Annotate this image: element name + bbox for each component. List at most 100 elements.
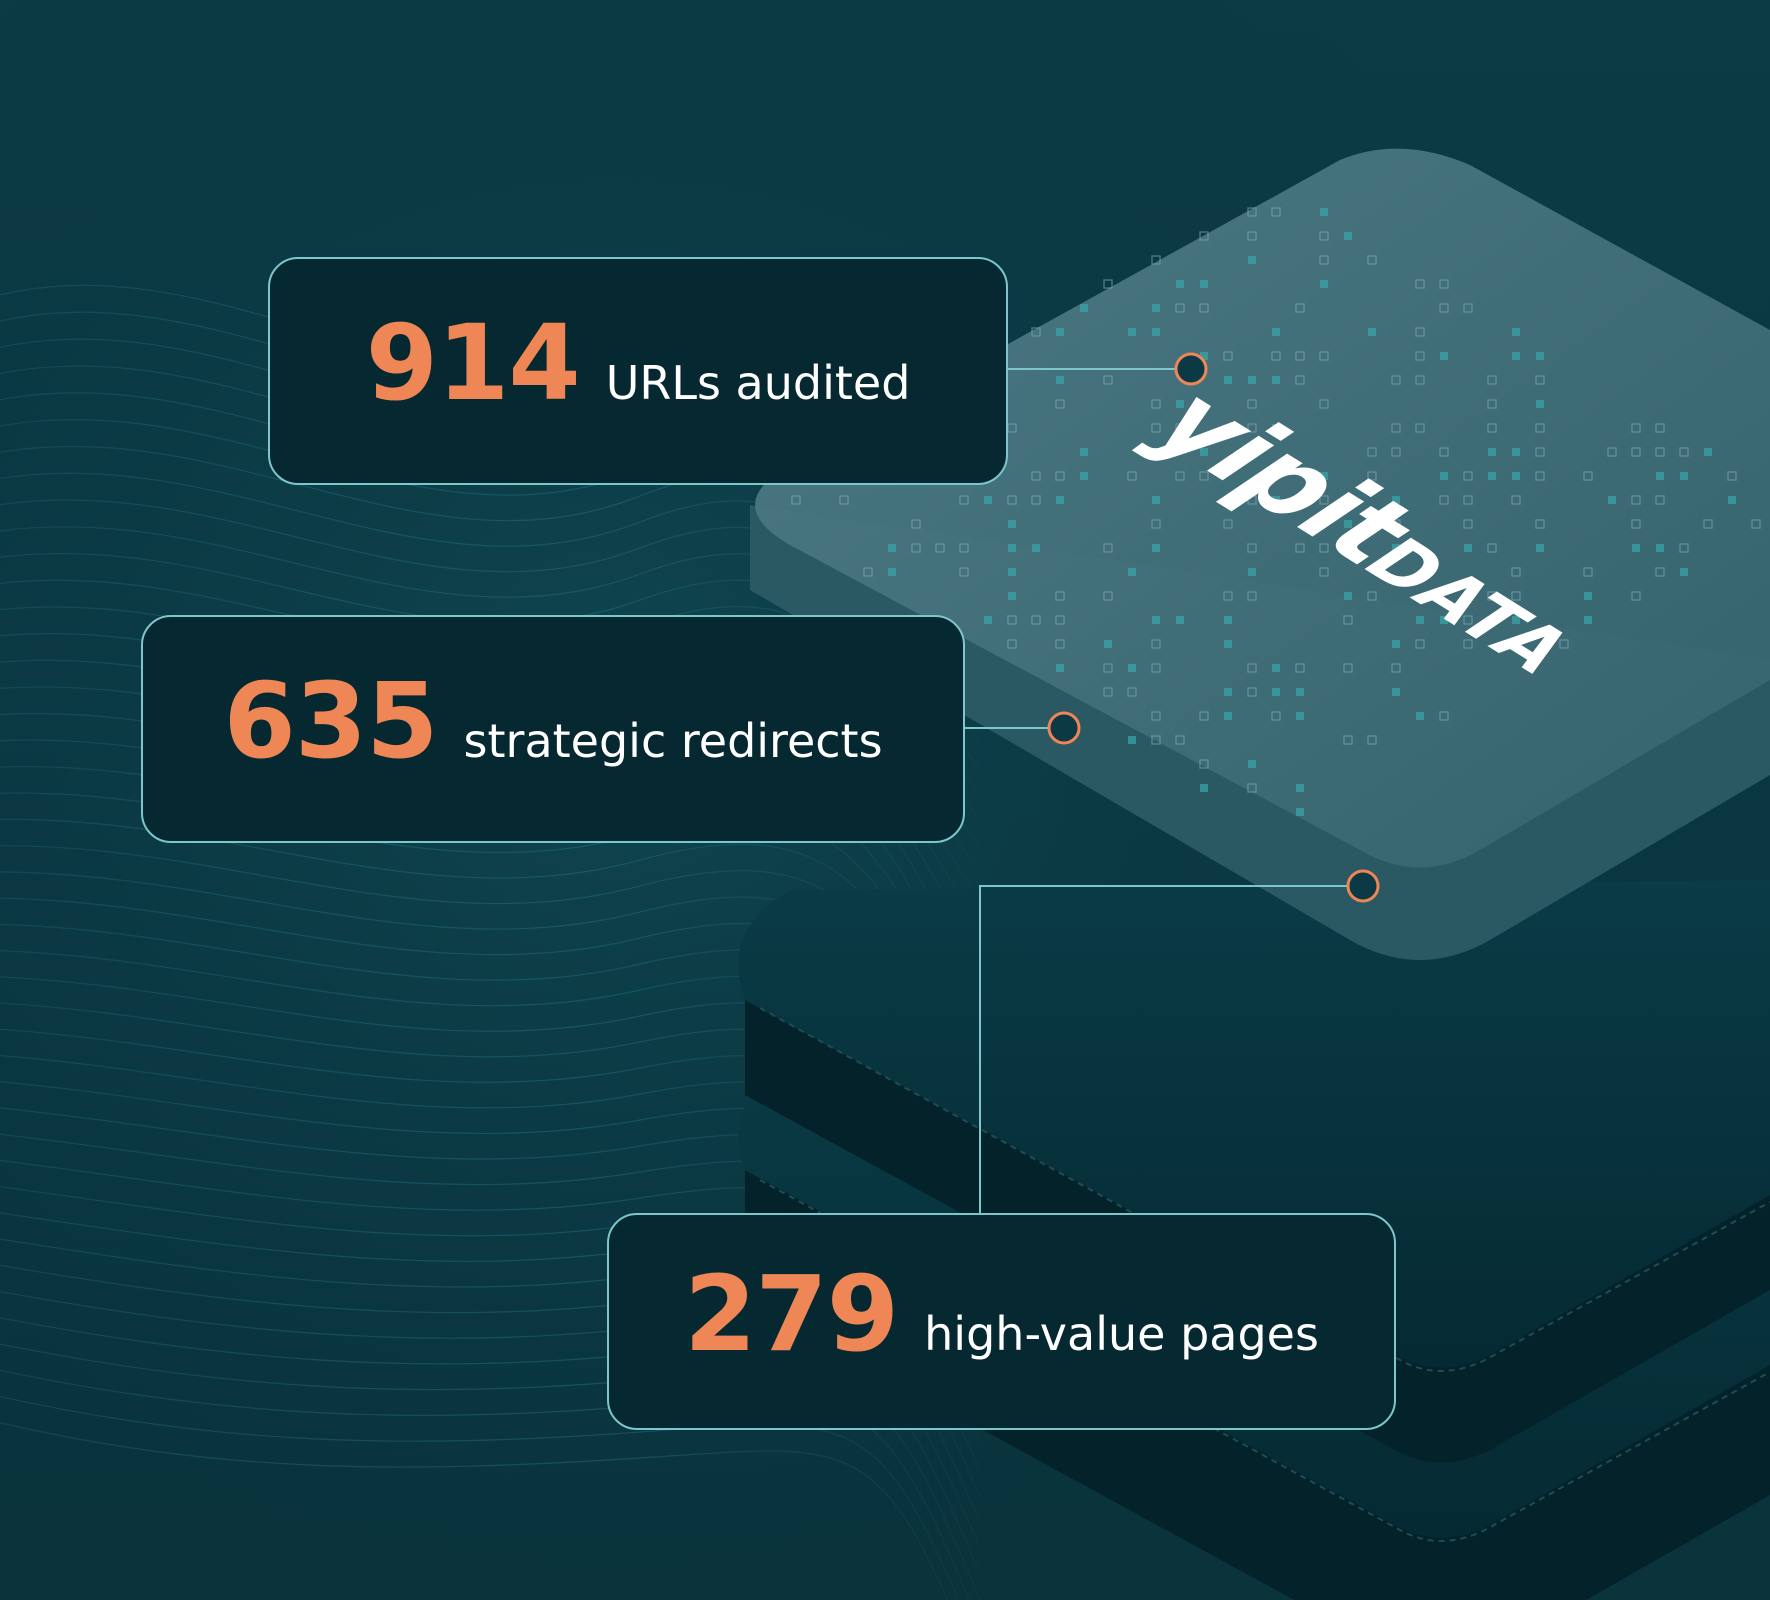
data-dot — [1055, 639, 1065, 649]
data-dot — [1008, 568, 1016, 576]
data-dot — [1367, 447, 1377, 457]
data-dot — [1176, 280, 1184, 288]
data-dot — [1295, 543, 1305, 553]
data-dot — [1415, 351, 1425, 361]
data-dot — [1199, 231, 1209, 241]
data-dot — [1056, 376, 1064, 384]
data-dot — [1319, 231, 1329, 241]
data-dot — [1224, 712, 1232, 720]
data-dot — [1703, 519, 1713, 529]
data-dot — [1248, 376, 1256, 384]
data-dot — [1272, 328, 1280, 336]
data-dot — [1199, 711, 1209, 721]
data-dot — [1271, 711, 1281, 721]
data-dot — [1031, 615, 1041, 625]
data-dot — [1224, 640, 1232, 648]
data-dot — [1295, 303, 1305, 313]
data-dot — [1319, 351, 1329, 361]
data-dot — [1007, 423, 1017, 433]
data-dot — [1296, 808, 1304, 816]
stat-card-high-value-pages: 279 high-value pages — [607, 1213, 1396, 1430]
data-dot — [1655, 423, 1665, 433]
data-dot — [1103, 375, 1113, 385]
stat-number: 635 — [223, 660, 438, 782]
data-dot — [1512, 328, 1520, 336]
data-dot — [1511, 495, 1521, 505]
data-dot — [1247, 231, 1257, 241]
data-dot — [1343, 615, 1353, 625]
data-dot — [1272, 664, 1280, 672]
data-dot — [1176, 616, 1184, 624]
data-dot — [1031, 495, 1041, 505]
data-dot — [1680, 568, 1688, 576]
data-dot — [1439, 303, 1449, 313]
data-dot — [1535, 519, 1545, 529]
data-dot — [1511, 567, 1521, 577]
data-dot — [1584, 592, 1592, 600]
data-dot — [1248, 568, 1256, 576]
data-dot — [1512, 448, 1520, 456]
data-dot — [1272, 688, 1280, 696]
data-dot — [1319, 399, 1329, 409]
data-dot — [1007, 639, 1017, 649]
data-dot — [1487, 399, 1497, 409]
data-dot — [1392, 688, 1400, 696]
data-dot — [1151, 423, 1161, 433]
data-dot — [1391, 375, 1401, 385]
data-dot — [1247, 423, 1257, 433]
data-dot — [1103, 279, 1113, 289]
data-dot — [1512, 616, 1520, 624]
data-dot — [1224, 376, 1232, 384]
data-dot — [1199, 759, 1209, 769]
data-dot — [1199, 303, 1209, 313]
data-dot — [1631, 495, 1641, 505]
data-dot — [1295, 663, 1305, 673]
stat-label: URLs audited — [605, 356, 911, 410]
data-dot — [1175, 423, 1185, 433]
data-dot — [1631, 423, 1641, 433]
data-dot — [1439, 447, 1449, 457]
data-dot — [1031, 327, 1041, 337]
data-dot — [1535, 375, 1545, 385]
data-dot — [959, 495, 969, 505]
data-dot — [1296, 712, 1304, 720]
data-dot — [1056, 328, 1064, 336]
data-dot — [1055, 615, 1065, 625]
data-dot — [1008, 520, 1016, 528]
data-dot — [1512, 472, 1520, 480]
data-dot — [1416, 616, 1424, 624]
data-dot — [1247, 399, 1257, 409]
data-dot — [1464, 544, 1472, 552]
data-dot — [959, 543, 969, 553]
data-dot — [1151, 399, 1161, 409]
data-dot — [1680, 472, 1688, 480]
data-dot — [1391, 519, 1401, 529]
data-dot — [1007, 615, 1017, 625]
data-dot — [1631, 519, 1641, 529]
data-dot — [1679, 447, 1689, 457]
data-dot — [1272, 424, 1280, 432]
data-dot — [1679, 543, 1689, 553]
connector-dot — [1174, 352, 1208, 386]
stat-number: 279 — [684, 1252, 899, 1375]
data-dot — [1247, 447, 1257, 457]
data-dot — [1151, 711, 1161, 721]
data-dot — [1535, 447, 1545, 457]
data-dot — [1152, 304, 1160, 312]
data-dot — [1631, 447, 1641, 457]
stat-card-strategic-redirects: 635 strategic redirects — [141, 615, 965, 843]
data-dot — [1463, 471, 1473, 481]
data-dot — [1511, 591, 1521, 601]
data-dot — [1463, 495, 1473, 505]
data-dot — [1367, 735, 1377, 745]
data-dot — [1151, 255, 1161, 265]
data-dot — [1704, 448, 1712, 456]
platform-layer-middle — [738, 880, 1770, 1463]
data-dot — [1247, 543, 1257, 553]
data-dot — [1584, 616, 1592, 624]
data-dot-pattern — [791, 207, 1761, 816]
data-dot — [1247, 687, 1257, 697]
data-dot — [1127, 471, 1137, 481]
data-dot — [1127, 687, 1137, 697]
